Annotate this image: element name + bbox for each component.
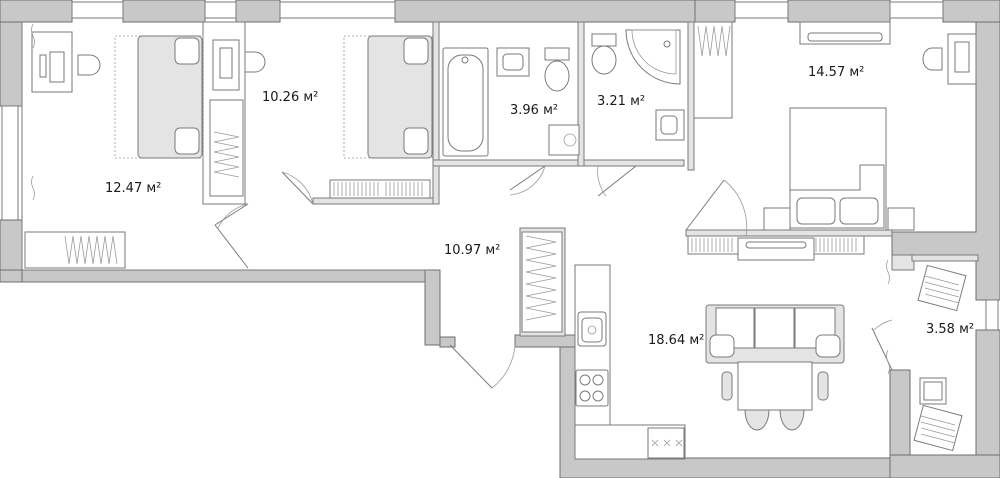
area-label-shower-room: 3.21 м² xyxy=(597,94,645,109)
area-label-kitchen-living: 18.64 м² xyxy=(648,333,704,348)
area-label-bedroom-right: 14.57 м² xyxy=(808,65,864,80)
area-label-balcony: 3.58 м² xyxy=(926,322,974,337)
shower-room-fixtures xyxy=(591,29,685,141)
balcony-furniture xyxy=(886,259,967,452)
middle-bedroom-furniture xyxy=(209,35,433,199)
right-bedroom-furniture xyxy=(687,21,977,261)
area-label-bedroom-middle: 10.26 м² xyxy=(262,90,318,105)
area-labels: 12.47 м² 10.26 м² 3.96 м² 3.21 м² 14.57 … xyxy=(105,65,974,348)
kitchen-living-furniture xyxy=(574,264,845,460)
bathroom-fixtures xyxy=(442,47,580,157)
area-label-bathroom: 3.96 м² xyxy=(510,103,558,118)
doors xyxy=(214,165,893,389)
area-label-hallway: 10.97 м² xyxy=(444,243,500,258)
left-bedroom-furniture xyxy=(24,23,204,269)
area-label-bedroom-left: 12.47 м² xyxy=(105,181,161,196)
hallway-furniture xyxy=(521,231,563,333)
